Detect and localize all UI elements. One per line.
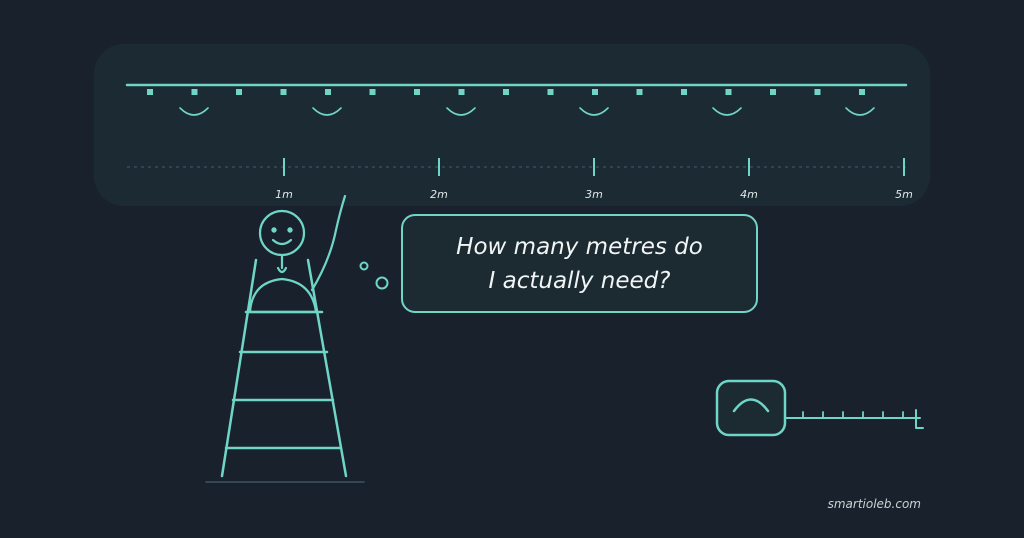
led-bead: [859, 89, 865, 95]
led-bead: [147, 89, 153, 95]
led-beads: [147, 89, 865, 95]
led-bead: [814, 89, 821, 95]
ruler-label-2m: 2m: [430, 188, 448, 201]
led-bead: [369, 89, 376, 95]
led-bead: [191, 89, 198, 95]
led-bead: [414, 89, 420, 95]
light-glow: [446, 107, 476, 116]
stick-figure-icon: [248, 194, 347, 314]
led-bead: [280, 89, 287, 95]
tape-measure-icon: [715, 379, 924, 437]
thought-bubble-icon: [359, 261, 389, 290]
light-glows: [179, 107, 875, 116]
ceiling-panel: [94, 44, 930, 206]
led-bead: [458, 89, 465, 95]
ruler-label-1m: 1m: [275, 188, 293, 201]
speech-bubble-text: How many metres do I actually need?: [456, 233, 703, 294]
light-glow: [312, 107, 342, 116]
ruler-label-5m: 5m: [895, 188, 913, 201]
led-bead: [503, 89, 509, 95]
light-glow: [845, 107, 875, 116]
led-bead: [547, 89, 554, 95]
led-bead: [592, 89, 598, 95]
light-glow: [179, 107, 209, 116]
light-glow: [712, 107, 742, 116]
led-bead: [770, 89, 776, 95]
led-bead: [236, 89, 242, 95]
led-bead: [325, 89, 331, 95]
ladder-icon: [205, 258, 365, 483]
led-bead: [681, 89, 687, 95]
ruler-ticks: [283, 158, 905, 176]
led-bead: [636, 89, 643, 95]
watermark: smartioleb.com: [827, 497, 921, 511]
light-glow: [579, 107, 609, 116]
speech-bubble: How many metres do I actually need?: [401, 214, 758, 313]
led-bead: [725, 89, 732, 95]
ruler-label-4m: 4m: [740, 188, 758, 201]
ruler-label-3m: 3m: [585, 188, 603, 201]
